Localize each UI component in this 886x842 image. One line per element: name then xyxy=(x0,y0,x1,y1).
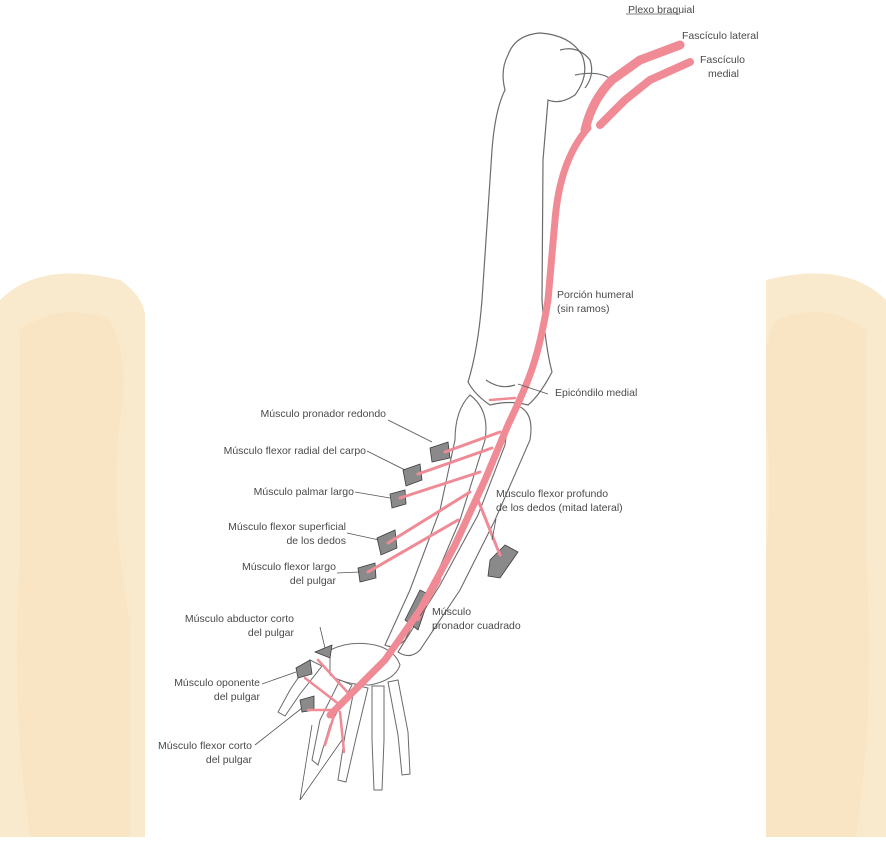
label-flexor-largo-2: del pulgar xyxy=(200,575,336,587)
label-epicondilo-medial: Epicóndilo medial xyxy=(555,387,637,399)
label-flexor-profundo-1: Músculo flexor profundo xyxy=(496,488,608,500)
label-fasciculo-medial-2: medial xyxy=(708,68,739,80)
label-pronador-cuadrado-1: Músculo xyxy=(432,606,471,618)
label-pronador-redondo: Músculo pronador redondo xyxy=(230,408,386,420)
label-porcion-humeral-1: Porción humeral xyxy=(557,289,633,301)
label-abductor-corto-1: Músculo abductor corto xyxy=(148,613,294,625)
label-flexor-corto-2: del pulgar xyxy=(148,754,252,766)
label-abductor-corto-2: del pulgar xyxy=(148,627,294,639)
label-flexor-superficial-2: de los dedos xyxy=(200,535,346,547)
label-pronador-cuadrado-2: pronador cuadrado xyxy=(432,620,521,632)
label-fasciculo-lateral: Fascículo lateral xyxy=(682,30,758,42)
label-oponente-2: del pulgar xyxy=(148,691,260,703)
label-porcion-humeral-2: (sin ramos) xyxy=(557,303,610,315)
label-plexo-braquial: Plexo braquial xyxy=(628,4,695,16)
label-flexor-largo-1: Músculo flexor largo xyxy=(200,561,336,573)
label-palmar-largo: Músculo palmar largo xyxy=(230,486,354,498)
label-flexor-corto-1: Músculo flexor corto xyxy=(148,740,252,752)
label-flexor-profundo-2: de los dedos (mitad lateral) xyxy=(496,502,623,514)
label-flexor-superficial-1: Músculo flexor superficial xyxy=(200,521,346,533)
label-fasciculo-medial-1: Fascículo xyxy=(700,54,745,66)
label-flexor-radial-carpo: Músculo flexor radial del carpo xyxy=(200,445,366,457)
label-oponente-1: Músculo oponente xyxy=(148,677,260,689)
